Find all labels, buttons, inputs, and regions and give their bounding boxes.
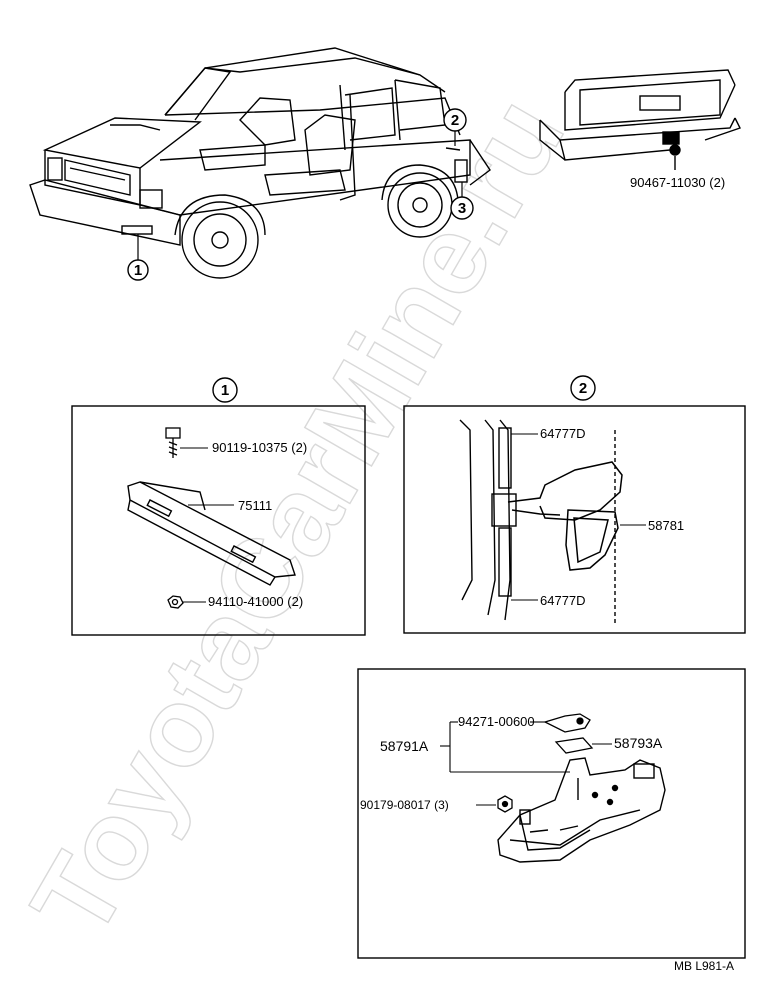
door-pillar-icon (459, 419, 616, 625)
step-bracket-icon (127, 481, 296, 586)
panel-2-callout: 2 (570, 375, 596, 401)
panel-1-part-3: 94110-41000 (2) (208, 594, 303, 609)
callout-2-vehicle: 2 (443, 108, 467, 146)
rear-bumper-illustration (539, 69, 741, 170)
panel-3-frame (357, 668, 746, 959)
callout-1-vehicle: 1 (127, 234, 149, 281)
plate-icon (554, 737, 594, 754)
spare-tire-carrier-icon (497, 757, 666, 863)
svg-text:3: 3 (458, 200, 466, 217)
bolt-icon (165, 427, 181, 458)
svg-text:1: 1 (134, 262, 142, 279)
panel-1-part-2: 75111 (238, 498, 272, 513)
svg-text:2: 2 (579, 380, 587, 397)
panel-3-assembly-label: 58791A (380, 738, 429, 754)
panel-2-part-1: 64777D (540, 426, 586, 441)
svg-text:1: 1 (221, 382, 229, 399)
footer-code: MB L981-A (674, 959, 734, 973)
stay-belt-icon (507, 461, 623, 571)
panel-2-part-3: 64777D (540, 593, 586, 608)
bracket-leader-lines (440, 721, 570, 773)
panel-3-part-3: 90179-08017 (3) (360, 798, 449, 812)
panel-1-part-1: 90119-10375 (2) (212, 440, 307, 455)
clip-icon (543, 713, 591, 733)
flange-nut-icon (497, 795, 513, 813)
panel-1-frame (71, 405, 366, 636)
callout-3-vehicle: 3 (450, 182, 474, 220)
panel-3-part-1: 94271-00600 (458, 714, 535, 729)
rear-bumper-part-number: 90467-11030 (2) (630, 175, 725, 190)
panel-1-callout: 1 (212, 377, 238, 403)
watermark: ToyotaCarMine.ru (8, 77, 588, 957)
panel-2-part-2: 58781 (648, 518, 684, 533)
nut-icon (167, 595, 184, 609)
svg-text:2: 2 (451, 112, 459, 129)
panel-2-frame (403, 405, 746, 634)
panel-3-part-2: 58793A (614, 735, 663, 751)
